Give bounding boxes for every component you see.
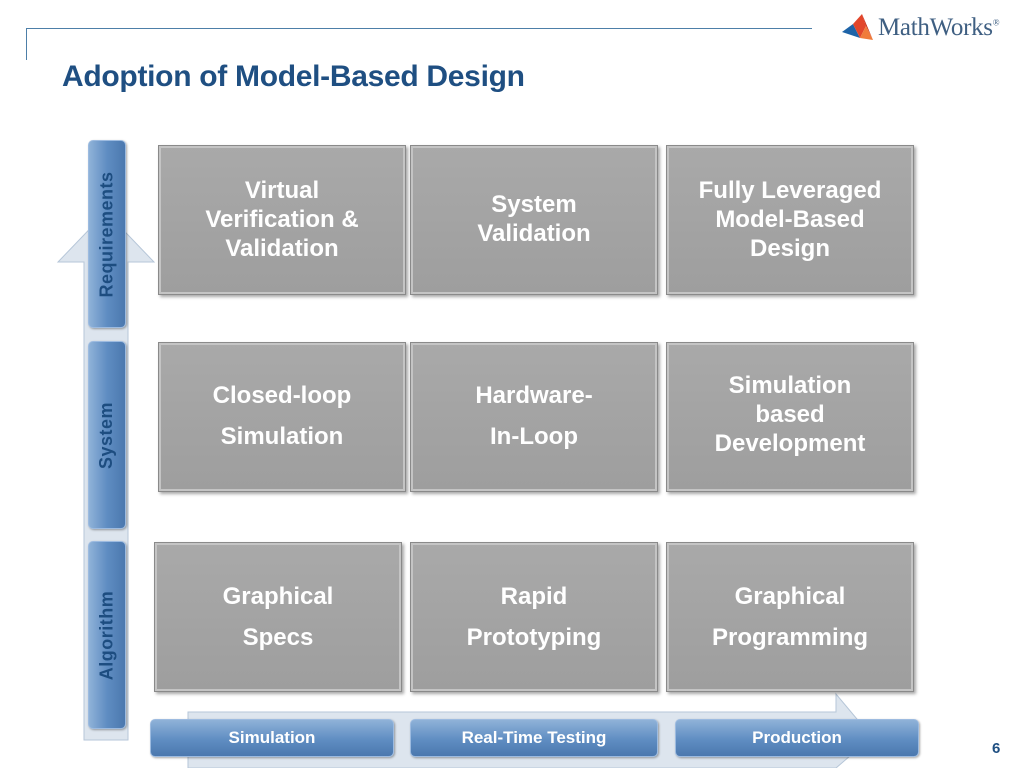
membrane-logo-icon xyxy=(842,14,873,40)
phase-label: Real-Time Testing xyxy=(461,728,607,747)
stage-label: Requirements xyxy=(96,170,117,298)
stage-label: System xyxy=(96,401,117,469)
cell-system-validation: System Validation xyxy=(410,145,658,295)
cell-virtual-verification-validation: Virtual Verification & Validation xyxy=(158,145,406,295)
page-title: Adoption of Model-Based Design xyxy=(62,60,525,93)
phase-pill-real-time-testing: Real-Time Testing xyxy=(410,719,658,757)
cell-hardware-in-loop: Hardware- In-Loop xyxy=(410,342,658,492)
phase-label: Simulation xyxy=(228,728,316,747)
cell-simulation-based-development: Simulation based Development xyxy=(666,342,914,492)
stage-pill-requirements: Requirements xyxy=(88,140,126,328)
cell-graphical-programming: Graphical Programming xyxy=(666,542,914,692)
phase-pill-simulation: Simulation xyxy=(150,719,394,757)
cell-closed-loop-simulation: Closed-loop Simulation xyxy=(158,342,406,492)
header-rule xyxy=(26,28,812,29)
cell-fully-leveraged-mbd: Fully Leveraged Model-Based Design xyxy=(666,145,914,295)
mathworks-logo: MathWorks® xyxy=(840,12,1000,44)
stage-pill-system: System xyxy=(88,341,126,529)
stage-label: Algorithm xyxy=(96,590,117,680)
cell-graphical-specs: Graphical Specs xyxy=(154,542,402,692)
phase-pill-production: Production xyxy=(675,719,919,757)
page-number: 6 xyxy=(992,740,1001,757)
cell-rapid-prototyping: Rapid Prototyping xyxy=(410,542,658,692)
logo-wordmark: MathWorks® xyxy=(878,14,1000,41)
stage-pill-algorithm: Algorithm xyxy=(88,541,126,729)
header-rule-left xyxy=(26,28,27,60)
phase-label: Production xyxy=(752,728,842,747)
